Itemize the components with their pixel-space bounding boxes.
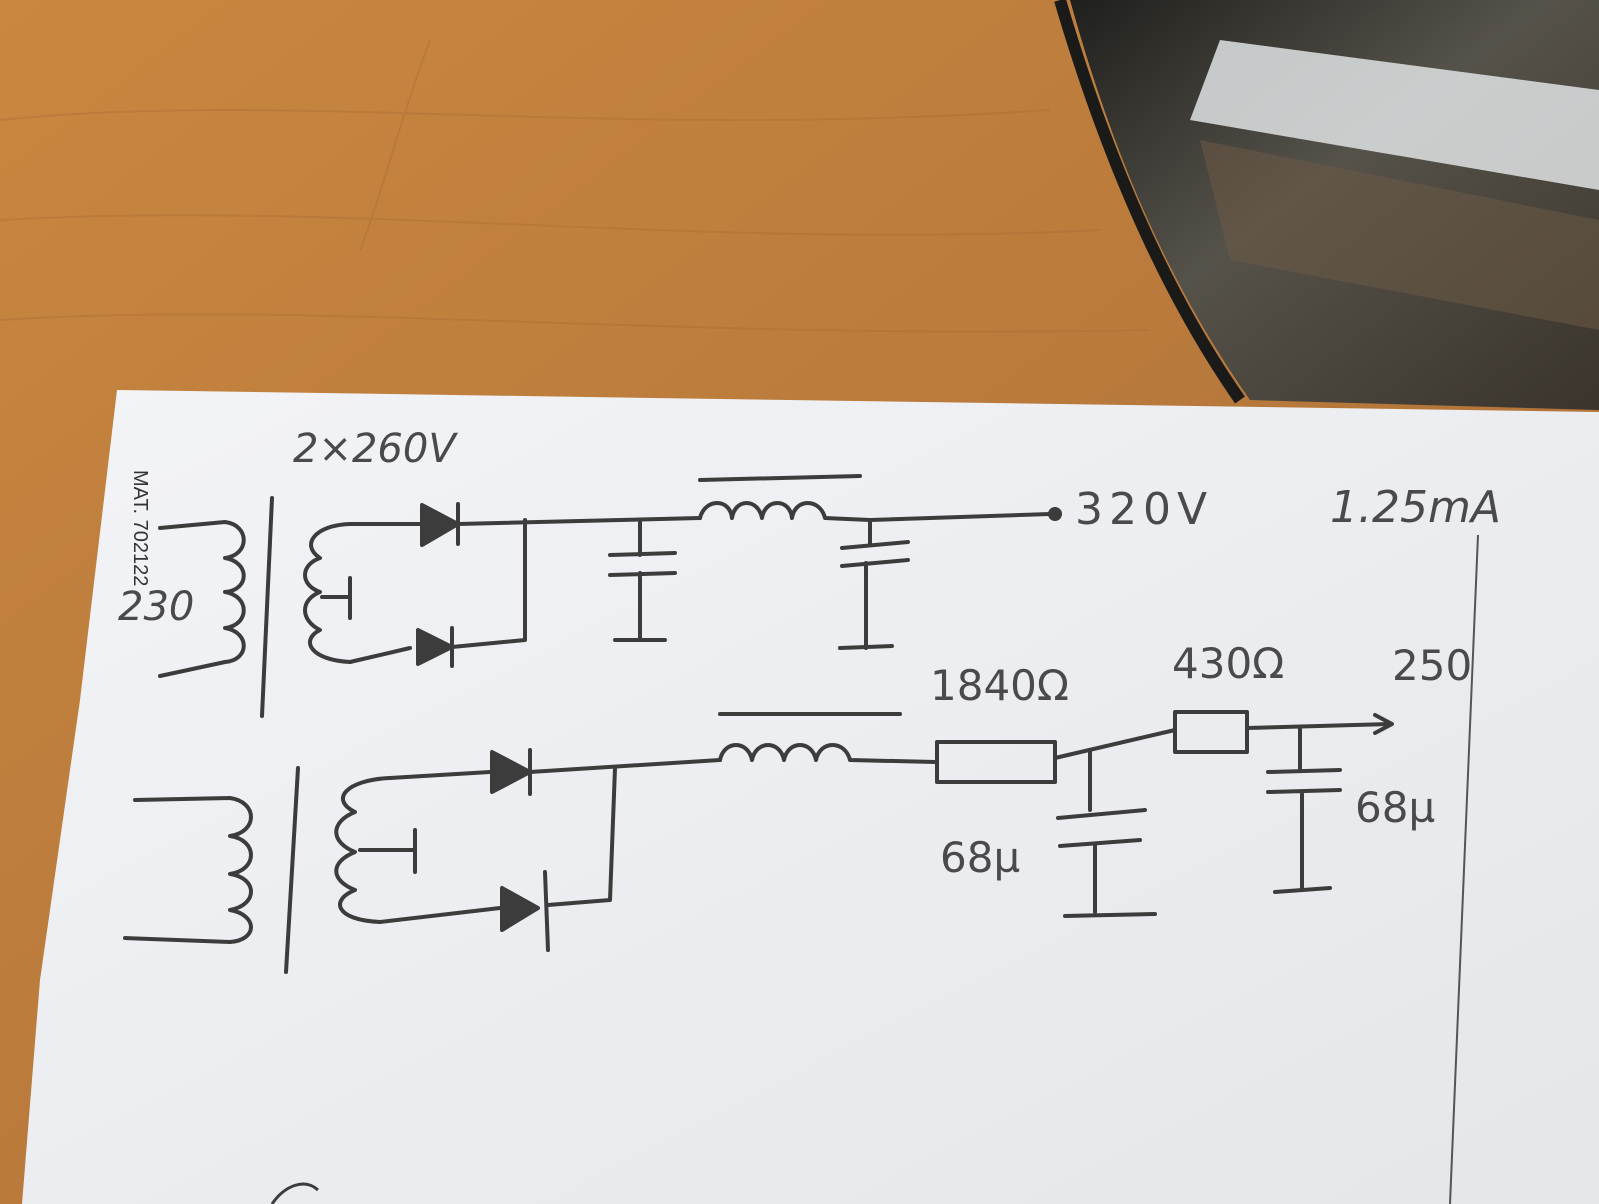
- inductor-upper-core: [698, 474, 862, 482]
- transformer-secondary-coil-lower: [334, 776, 392, 924]
- wire-upper-bottom: [348, 646, 412, 664]
- wire-upper-diode-join: [450, 518, 527, 649]
- output-terminal-upper: [1048, 507, 1062, 521]
- capacitor-upper-2: [838, 518, 910, 650]
- diode-lower-2: [500, 870, 550, 952]
- lower-circuit: [123, 710, 1394, 974]
- output-current-label: 1.25mA: [1330, 482, 1501, 533]
- wire-lower-bottom: [378, 906, 502, 924]
- capacitor-upper-1: [608, 518, 677, 642]
- paper-sheet: [22, 390, 1599, 1204]
- wire-lower-rail: [528, 758, 722, 774]
- transformer-primary-coil: [158, 520, 246, 678]
- center-tap-lower: [358, 828, 417, 874]
- resistor-2-label: 430Ω: [1172, 639, 1284, 688]
- primary-voltage-label: 230: [118, 584, 194, 630]
- mirror-reflection: [1190, 40, 1599, 190]
- secondary-voltage-label: 2×260V: [293, 426, 458, 472]
- transformer-primary-coil-lower: [123, 796, 253, 944]
- stray-pencil-mark: [270, 1182, 320, 1204]
- capacitor-lower-2: [1266, 726, 1342, 894]
- wood-grain: [0, 39, 1151, 333]
- mirror-reflection-lower: [1200, 140, 1599, 330]
- transformer-core-lower: [284, 766, 300, 974]
- output-arrow-lower: [1373, 713, 1394, 735]
- wire-lower-output: [1245, 722, 1392, 730]
- printed-code: MAT. 702122: [129, 470, 151, 586]
- transformer-secondary-coil: [303, 522, 352, 664]
- center-tap-ground: [320, 576, 352, 620]
- wire-lower-r1-r2: [1053, 728, 1177, 760]
- wire-lower-top: [388, 770, 492, 780]
- upper-circuit: [158, 474, 1062, 718]
- wire-lower-diode-join: [546, 766, 617, 907]
- resistor-lower-2: [1173, 710, 1249, 754]
- output-voltage-lower-label: 250: [1392, 641, 1472, 690]
- capacitor-2-label: 68µ: [1355, 783, 1435, 832]
- capacitor-1-label: 68µ: [940, 833, 1020, 882]
- capacitor-lower-1: [1056, 748, 1157, 918]
- resistor-lower-1: [935, 740, 1057, 784]
- mirror-rim: [1054, 0, 1245, 404]
- resistor-1-label: 1840Ω: [930, 661, 1069, 710]
- wire-upper-rail-1: [456, 516, 702, 526]
- paper-fold-line: [1449, 534, 1479, 1204]
- transformer-core: [260, 496, 274, 718]
- output-voltage-label: 320V: [1075, 484, 1213, 535]
- inductor-lower: [718, 743, 937, 764]
- inductor-upper: [698, 501, 872, 522]
- wire-upper-output: [868, 512, 1052, 522]
